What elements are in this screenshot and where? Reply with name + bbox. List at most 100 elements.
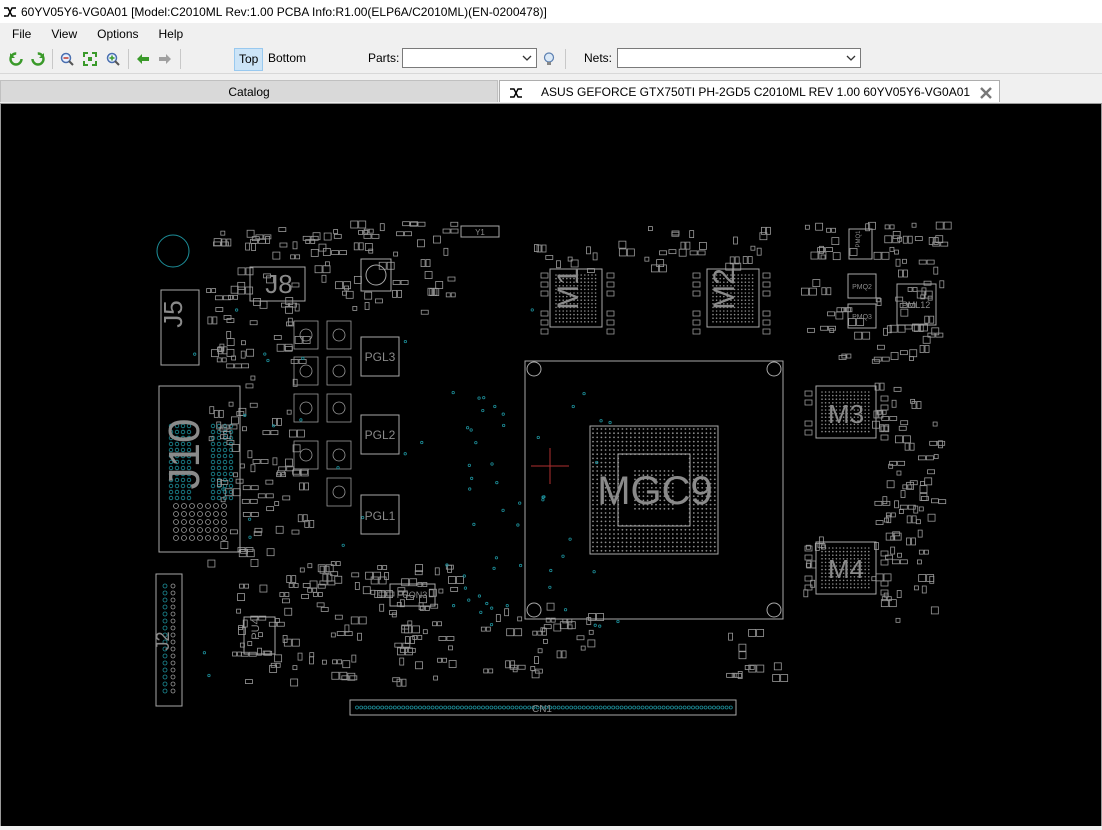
- menu-help[interactable]: Help: [158, 27, 184, 41]
- rotate-ccw-icon[interactable]: [6, 49, 26, 69]
- pad: [330, 632, 336, 638]
- pad: [907, 504, 916, 510]
- tab-document[interactable]: ASUS GEFORCE GTX750TI PH-2GD5 C2010ML RE…: [499, 80, 1000, 102]
- via: [210, 477, 216, 483]
- pad: [333, 229, 339, 234]
- ball: [697, 453, 699, 456]
- pad: [221, 238, 227, 247]
- pcb-board[interactable]: J5 J8 J10 J2 M1 M2 M3 M4 MGC9 PGL3 PGL2 …: [1, 104, 1101, 827]
- ball: [832, 412, 834, 415]
- ball: [576, 303, 579, 305]
- via: [248, 535, 252, 539]
- ball: [655, 474, 657, 477]
- ball: [671, 499, 674, 502]
- ball: [663, 428, 666, 430]
- ball: [705, 470, 708, 472]
- pad: [333, 233, 342, 239]
- ball: [688, 537, 691, 540]
- ball: [821, 405, 823, 408]
- zoom-out-icon[interactable]: [57, 49, 77, 69]
- ball: [584, 288, 586, 291]
- pad: [325, 564, 334, 573]
- ball: [723, 285, 725, 287]
- pad: [262, 650, 271, 656]
- ball: [697, 512, 699, 514]
- ball: [558, 303, 561, 305]
- ball: [828, 423, 830, 426]
- zoom-fit-icon[interactable]: [80, 49, 100, 69]
- pad: [293, 320, 319, 350]
- pad: [536, 244, 542, 253]
- ball: [584, 281, 586, 284]
- via: [162, 625, 168, 631]
- ball: [646, 449, 649, 451]
- pad: [251, 236, 260, 242]
- pad: [530, 666, 536, 671]
- ball: [655, 549, 657, 552]
- pad: [288, 583, 294, 588]
- ball: [646, 533, 649, 535]
- ball: [712, 277, 714, 280]
- ball: [684, 533, 687, 535]
- ball: [748, 310, 750, 312]
- ball: [680, 545, 683, 548]
- ball: [587, 288, 590, 291]
- menu-file[interactable]: File: [12, 27, 32, 41]
- ball: [650, 491, 653, 493]
- back-arrow-icon[interactable]: [133, 49, 153, 69]
- ball: [744, 321, 747, 323]
- ball: [608, 495, 611, 498]
- ball: [828, 430, 830, 433]
- ball: [737, 321, 739, 323]
- ball: [835, 416, 838, 419]
- menu-view[interactable]: View: [51, 27, 78, 41]
- pad: [417, 239, 425, 248]
- ball: [701, 516, 704, 519]
- ball: [860, 416, 863, 419]
- side-top-toggle[interactable]: Top: [234, 48, 264, 71]
- pad: [626, 248, 635, 257]
- ball: [680, 428, 683, 430]
- tab-catalog[interactable]: Catalog: [0, 80, 498, 102]
- via: [222, 423, 228, 429]
- ball: [839, 568, 841, 571]
- close-icon[interactable]: [979, 85, 993, 99]
- pad: [913, 585, 919, 591]
- via: [336, 466, 340, 470]
- via: [216, 471, 222, 477]
- ball: [558, 306, 561, 309]
- ball: [634, 470, 636, 472]
- ball: [604, 499, 607, 502]
- ball: [744, 292, 747, 294]
- zoom-in-icon[interactable]: [103, 49, 123, 69]
- ball: [712, 281, 714, 284]
- via: [180, 483, 186, 489]
- forward-arrow-icon[interactable]: [155, 49, 175, 69]
- menu-options[interactable]: Options: [97, 27, 139, 41]
- pad: [291, 575, 297, 584]
- ball: [835, 412, 838, 415]
- ball: [566, 292, 568, 294]
- ball: [692, 491, 695, 493]
- parts-combo[interactable]: [402, 48, 537, 68]
- nets-combo[interactable]: [617, 48, 861, 68]
- ball: [576, 313, 579, 316]
- pad: [404, 231, 412, 237]
- rotate-cw-icon[interactable]: [28, 49, 48, 69]
- via: [467, 463, 471, 467]
- ball: [596, 444, 599, 447]
- board-viewer-canvas[interactable]: J5 J8 J10 J2 M1 M2 M3 M4 MGC9 PGL3 PGL2 …: [0, 103, 1102, 828]
- pad: [692, 328, 701, 335]
- via: [420, 440, 424, 445]
- ball: [857, 550, 859, 553]
- label-pu4: PU4: [250, 618, 262, 639]
- ball: [621, 440, 624, 443]
- pad: [238, 407, 247, 416]
- lightbulb-icon[interactable]: [539, 49, 559, 69]
- ball: [634, 449, 636, 451]
- ball: [868, 402, 870, 404]
- pad: [326, 440, 352, 470]
- via: [180, 435, 186, 441]
- ball: [864, 547, 866, 549]
- side-bottom-toggle[interactable]: Bottom: [268, 51, 307, 65]
